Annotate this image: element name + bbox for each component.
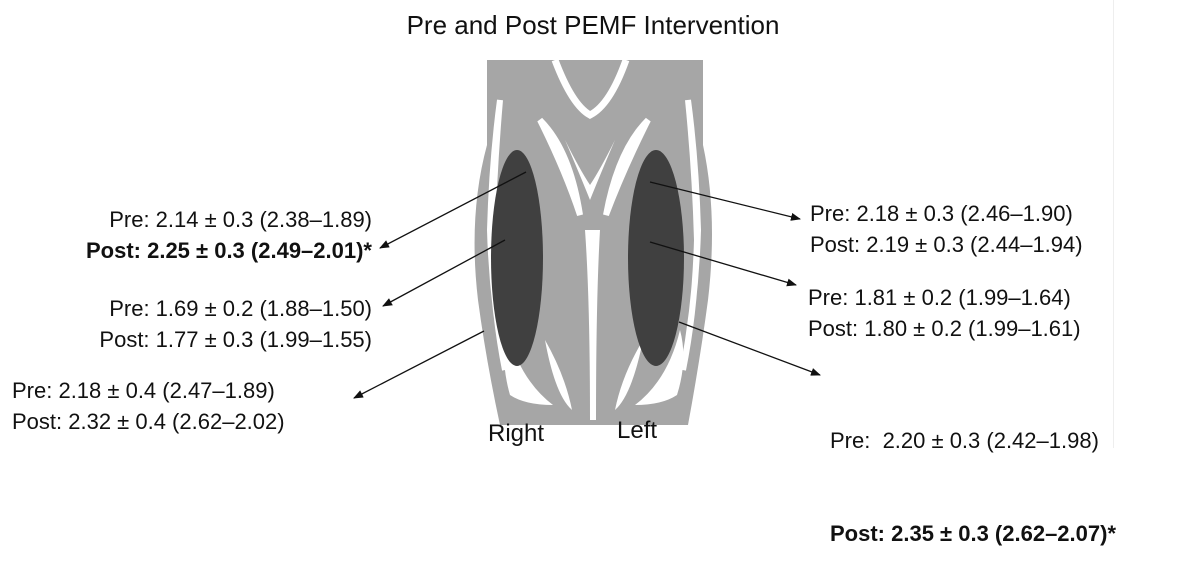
left-lower-pre: Pre: 2.20 ± 0.3 (2.42–1.98) — [830, 425, 1116, 456]
right-side-label: Right — [488, 420, 544, 448]
left-middle-annotation: Pre: 1.81 ± 0.2 (1.99–1.64) Post: 1.80 ±… — [808, 282, 1081, 344]
thighs-illustration — [475, 60, 712, 425]
right-lower-pre: Pre: 2.18 ± 0.4 (2.47–1.89) — [12, 375, 285, 406]
right-upper-post: Post: 2.25 ± 0.3 (2.49–2.01)* — [20, 235, 372, 266]
left-upper-post: Post: 2.19 ± 0.3 (2.44–1.94) — [810, 229, 1083, 260]
left-middle-post: Post: 1.80 ± 0.2 (1.99–1.61) — [808, 313, 1081, 344]
image-edge-divider — [1113, 0, 1114, 448]
left-upper-pre: Pre: 2.18 ± 0.3 (2.46–1.90) — [810, 198, 1083, 229]
left-side-label: Left — [617, 417, 657, 445]
left-upper-annotation: Pre: 2.18 ± 0.3 (2.46–1.90) Post: 2.19 ±… — [810, 198, 1083, 260]
right-upper-pre: Pre: 2.14 ± 0.3 (2.38–1.89) — [20, 204, 372, 235]
right-middle-pre: Pre: 1.69 ± 0.2 (1.88–1.50) — [20, 293, 372, 324]
right-upper-annotation: Pre: 2.14 ± 0.3 (2.38–1.89) Post: 2.25 ±… — [20, 204, 372, 266]
right-thigh-muscle — [491, 150, 543, 366]
left-lower-post: Post: 2.35 ± 0.3 (2.62–2.07)* — [830, 518, 1116, 549]
right-lower-post: Post: 2.32 ± 0.4 (2.62–2.02) — [12, 406, 285, 437]
right-lower-annotation: Pre: 2.18 ± 0.4 (2.47–1.89) Post: 2.32 ±… — [12, 375, 285, 437]
right-middle-annotation: Pre: 1.69 ± 0.2 (1.88–1.50) Post: 1.77 ±… — [20, 293, 372, 355]
left-lower-annotation: Pre: 2.20 ± 0.3 (2.42–1.98) Post: 2.35 ±… — [830, 363, 1116, 580]
right-middle-post: Post: 1.77 ± 0.3 (1.99–1.55) — [20, 324, 372, 355]
left-middle-pre: Pre: 1.81 ± 0.2 (1.99–1.64) — [808, 282, 1081, 313]
arrow-right-lower — [354, 331, 484, 398]
left-thigh-muscle — [628, 150, 684, 366]
